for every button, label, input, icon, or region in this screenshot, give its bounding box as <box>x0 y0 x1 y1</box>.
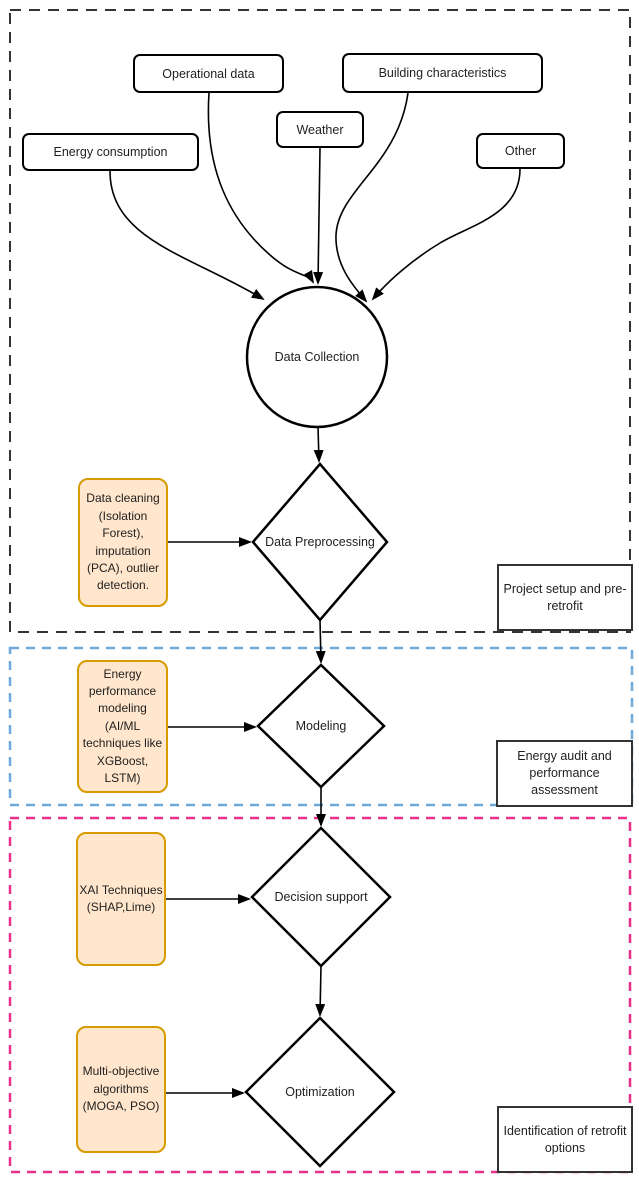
input-box-building-characteristics: Building characteristics <box>342 53 543 93</box>
top-section-frame <box>9 9 631 633</box>
note-energy-performance-modeling: Energy performance modeling (AI/ML techn… <box>77 660 168 793</box>
arrow-weather-to-collection <box>313 147 324 285</box>
note-multi-objective-algorithms: Multi-objective algorithms (MOGA, PSO) <box>76 1026 166 1153</box>
input-box-weather: Weather <box>276 111 364 148</box>
note-data-cleaning: Data cleaning (Isolation Forest), imputa… <box>78 478 168 607</box>
input-label-weather: Weather <box>296 122 344 137</box>
data-preprocessing-diamond-shape <box>251 462 389 622</box>
input-label-other: Other <box>504 144 537 158</box>
stage-label-energy-audit: Energy audit and performance assessment <box>496 740 633 807</box>
note-xai-techniques-text: XAI Techniques (SHAP,Lime) <box>79 882 163 914</box>
input-label-energy-consumption: Energy consumption <box>53 145 168 159</box>
arrow-preprocessing-to-modeling <box>315 619 326 664</box>
stage-label-energy-audit-text: Energy audit and performance assessment <box>517 749 612 797</box>
note-xai-techniques: XAI Techniques (SHAP,Lime) <box>76 832 166 966</box>
arrow-decision-support-to-optimization <box>315 965 326 1017</box>
input-label-building-characteristics: Building characteristics <box>378 66 507 80</box>
arrow-other-to-collection <box>371 168 521 301</box>
arrow-energy-consumption-to-collection <box>109 170 265 301</box>
stage-label-identification-retrofit-text: Identification of retrofit options <box>503 1123 627 1155</box>
data-collection-circle-shape <box>245 285 389 429</box>
input-box-energy-consumption: Energy consumption <box>22 133 199 171</box>
input-box-other: Other <box>476 133 565 169</box>
note-multi-objective-algorithms-text: Multi-objective algorithms (MOGA, PSO) <box>82 1064 160 1114</box>
input-label-operational-data: Operational data <box>162 66 255 81</box>
decision-support-diamond-shape <box>250 826 392 968</box>
stage-label-identification-retrofit: Identification of retrofit options <box>497 1106 633 1173</box>
input-box-operational-data: Operational data <box>133 54 284 93</box>
arrow-operational-data-to-collection <box>207 92 314 284</box>
optimization-diamond-shape <box>244 1016 396 1168</box>
arrow-collection-to-preprocessing <box>313 426 324 463</box>
arrow-building-characteristics-to-collection <box>335 92 409 303</box>
stage-label-project-setup: Project setup and pre-retrofit <box>497 564 633 631</box>
modeling-diamond-shape <box>256 663 386 789</box>
note-data-cleaning-text: Data cleaning (Isolation Forest), imputa… <box>86 491 160 593</box>
note-energy-performance-modeling-text: Energy performance modeling (AI/ML techn… <box>82 666 163 785</box>
stage-label-project-setup-text: Project setup and pre-retrofit <box>503 581 627 613</box>
